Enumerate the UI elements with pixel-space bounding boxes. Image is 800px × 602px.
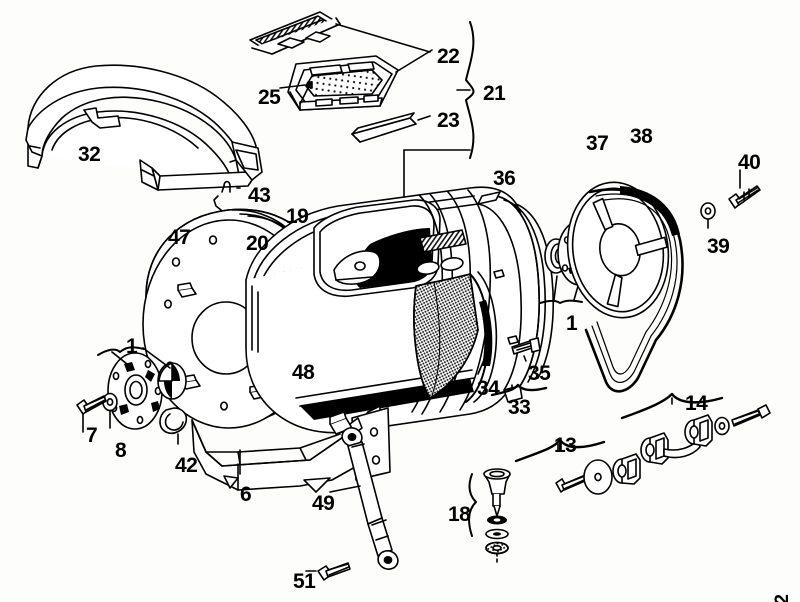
part-22-upper-grille [249, 11, 341, 55]
callout-22: 22 [437, 45, 460, 68]
part-38-belt [584, 186, 684, 393]
part-8-washer [102, 392, 118, 429]
callout-8: 8 [115, 439, 127, 462]
part-14-kit [620, 392, 771, 465]
part-6-cradle [191, 405, 391, 493]
part-23-strip [351, 112, 417, 143]
callout-1-right: 1 [566, 312, 578, 335]
part-22-lower-grille [287, 55, 399, 111]
part-25-pin [299, 81, 313, 105]
part-34-clamp-band [465, 271, 498, 403]
part-37-pulley [566, 181, 670, 319]
callout-13: 13 [554, 434, 577, 457]
callout-49: 49 [312, 492, 335, 515]
part-43-clip [221, 180, 231, 193]
part-36-front-cover [477, 191, 555, 403]
part-13-kit [514, 438, 641, 495]
callout-18: 18 [448, 503, 471, 526]
part-1-left-seal [157, 362, 187, 400]
part-1-left-hub [107, 352, 163, 430]
callout-42: 42 [175, 454, 198, 477]
callout-43: 43 [248, 184, 271, 207]
callout-47: 47 [168, 226, 191, 249]
callout-51: 51 [293, 570, 316, 593]
part-35-screw [511, 337, 541, 355]
callout-25: 25 [258, 86, 281, 109]
callout-14: 14 [685, 392, 708, 415]
part-40-bolt [728, 185, 761, 209]
callout-38: 38 [630, 125, 653, 148]
part-49-damper [341, 427, 399, 570]
callout-37: 37 [586, 132, 609, 155]
callout-34: 34 [477, 377, 500, 400]
callout-36: 36 [493, 167, 516, 190]
callout-20: 20 [246, 232, 269, 255]
callout-32: 32 [78, 143, 101, 166]
callout-23: 23 [437, 109, 460, 132]
callout-21: 21 [483, 82, 506, 105]
part-51-pin [317, 562, 351, 581]
callout-39: 39 [707, 235, 730, 258]
callout-40: 40 [738, 151, 761, 174]
callout-35: 35 [528, 362, 551, 385]
callout-1-left: 1 [126, 335, 138, 358]
callout-6: 6 [240, 483, 252, 506]
callout-19: 19 [286, 205, 309, 228]
part-18-stack [468, 468, 511, 563]
part-39-washer [700, 202, 716, 229]
callout-7: 7 [86, 424, 98, 447]
part-19-drum [245, 186, 523, 434]
part-42-seal [159, 407, 188, 445]
part-7-bolt [76, 395, 107, 433]
part-32-shroud [25, 64, 263, 191]
callout-48: 48 [292, 361, 315, 384]
callout-33: 33 [508, 396, 531, 419]
sheet-code: C40A2 [772, 594, 794, 602]
